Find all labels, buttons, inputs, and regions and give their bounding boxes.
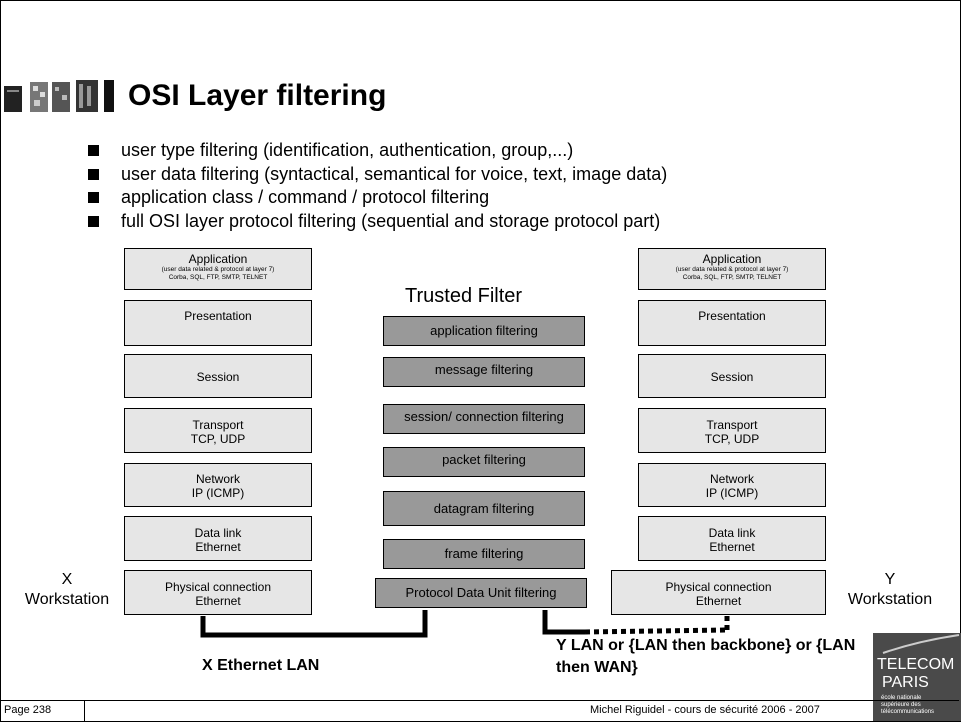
page-number: Page 238 — [4, 704, 52, 716]
y-lan-label-line1: Y LAN or {LAN then backbone} or {LAN — [556, 637, 856, 654]
filter-packet: packet filtering — [383, 447, 585, 477]
y-lan-solid-line — [542, 610, 585, 635]
swoosh-icon — [882, 634, 960, 654]
square-bullet-icon — [88, 168, 99, 180]
left-transport-layer: Transport TCP, UDP — [124, 408, 312, 453]
bullet-item: user type filtering (identification, aut… — [88, 139, 667, 163]
right-network-layer: Network IP (ICMP) — [638, 463, 826, 507]
bullet-item: application class / command / protocol f… — [88, 186, 667, 210]
left-presentation-layer: Presentation — [124, 300, 312, 346]
bullet-list: user type filtering (identification, aut… — [88, 139, 667, 233]
right-datalink-layer: Data link Ethernet — [638, 516, 826, 561]
square-bullet-icon — [88, 215, 99, 227]
filter-frame: frame filtering — [383, 539, 585, 569]
slide-title: OSI Layer filtering — [128, 79, 387, 112]
right-physical-layer: Physical connection Ethernet — [611, 570, 826, 615]
filter-pdu: Protocol Data Unit filtering — [375, 578, 587, 608]
right-application-layer: Application (user data related & protoco… — [638, 248, 826, 290]
y-workstation-label: Y Workstation — [847, 571, 933, 608]
y-lan-dotted-line — [584, 627, 728, 635]
right-transport-layer: Transport TCP, UDP — [638, 408, 826, 453]
left-session-layer: Session — [124, 354, 312, 398]
left-application-layer: Application (user data related & protoco… — [124, 248, 312, 290]
telecom-paris-logo: TELECOM PARIS école nationale supérieure… — [873, 633, 961, 721]
filter-session: session/ connection filtering — [383, 404, 585, 434]
left-datalink-layer: Data link Ethernet — [124, 516, 312, 561]
bullet-item: full OSI layer protocol filtering (seque… — [88, 210, 667, 234]
school-logo-icon — [4, 80, 114, 112]
left-physical-layer: Physical connection Ethernet — [124, 570, 312, 615]
left-network-layer: Network IP (ICMP) — [124, 463, 312, 507]
x-ethernet-lan-label: X Ethernet LAN — [202, 657, 320, 674]
footer-author: Michel Riguidel - cours de sécurité 2006… — [590, 704, 820, 716]
y-lan-label-line2: then WAN} — [556, 659, 638, 676]
footer-divider — [84, 700, 85, 721]
trusted-filter-title: Trusted Filter — [405, 285, 523, 307]
filter-application: application filtering — [383, 316, 585, 346]
right-presentation-layer: Presentation — [638, 300, 826, 346]
right-session-layer: Session — [638, 354, 826, 398]
x-lan-line — [200, 610, 428, 638]
footer-bar — [0, 700, 959, 722]
filter-message: message filtering — [383, 357, 585, 387]
square-bullet-icon — [88, 192, 99, 203]
x-workstation-label: X Workstation — [24, 571, 110, 608]
square-bullet-icon — [88, 145, 99, 156]
filter-datagram: datagram filtering — [383, 491, 585, 526]
bullet-item: user data filtering (syntactical, semant… — [88, 163, 667, 187]
